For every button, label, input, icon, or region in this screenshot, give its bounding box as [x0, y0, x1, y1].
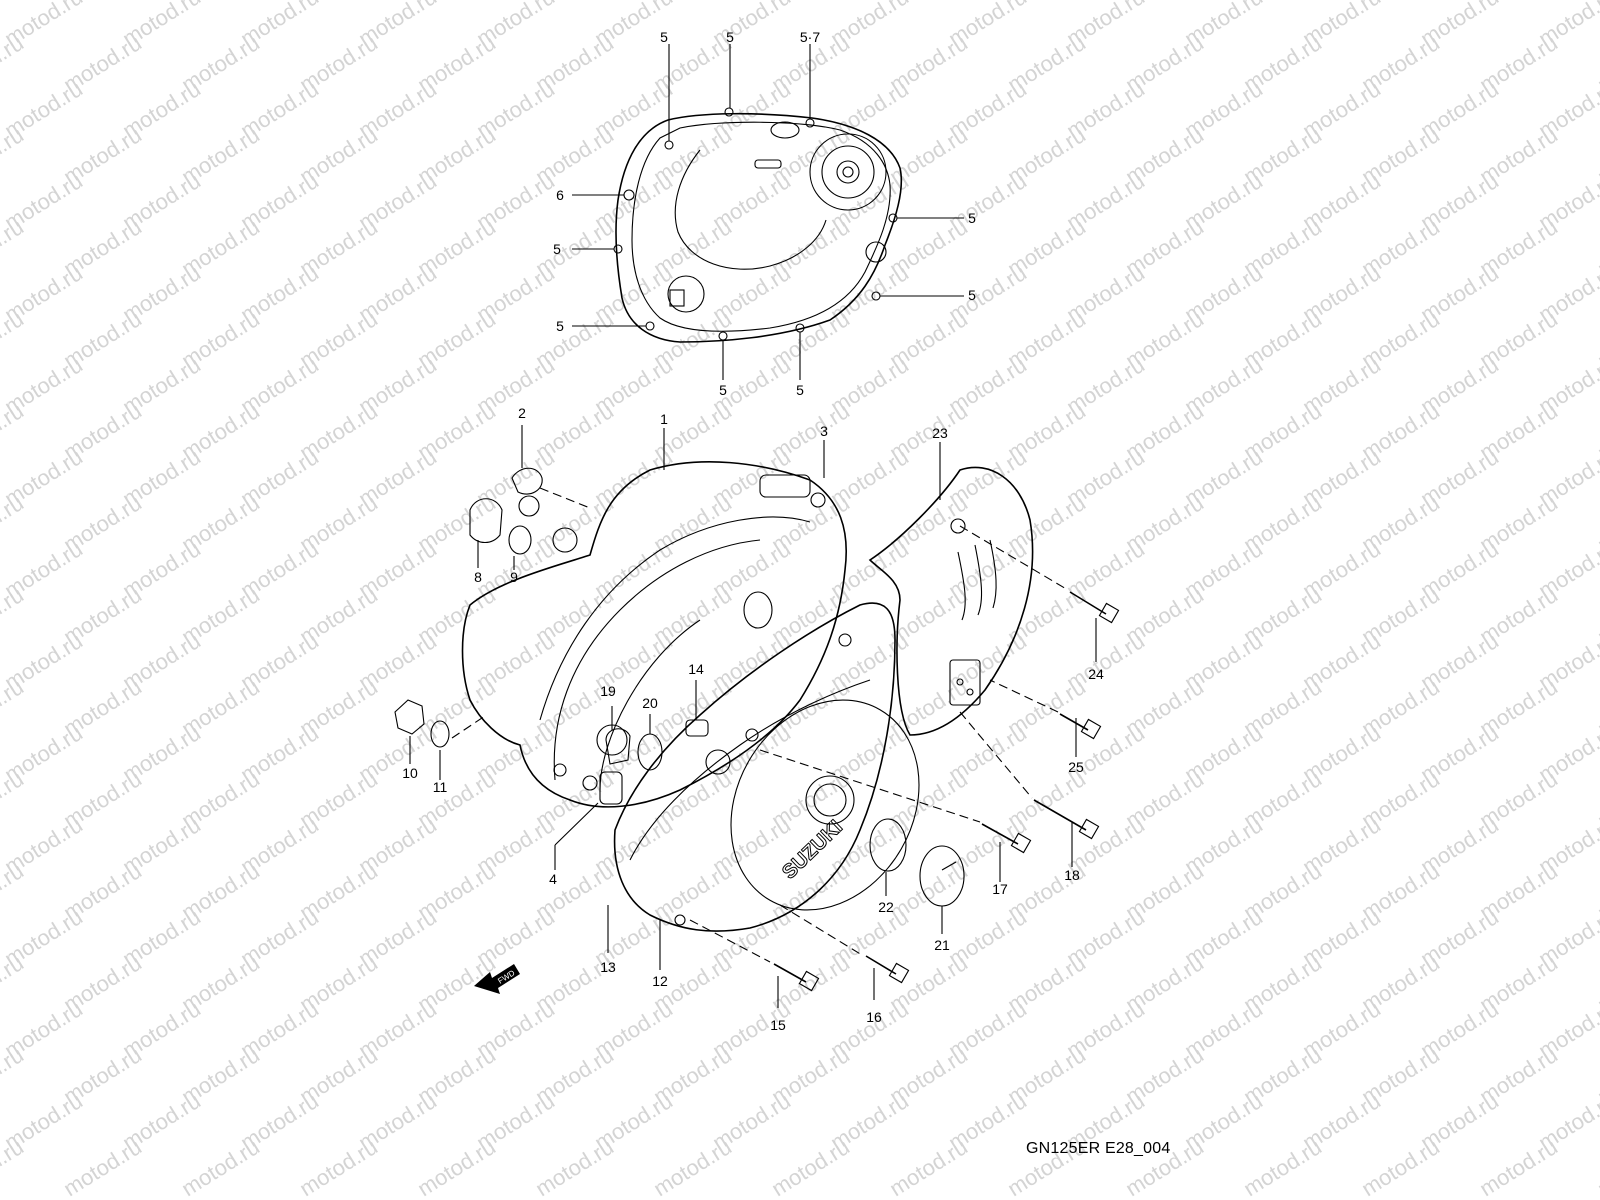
- fwd-arrow-icon: FWD: [474, 964, 520, 994]
- callout-23: 23: [932, 425, 948, 441]
- callout-16: 16: [866, 1009, 882, 1025]
- bolt-24: [1069, 591, 1120, 624]
- callout-5: 5: [726, 29, 734, 45]
- callout-labels: 5 5 5·7 6 5 5 5 5 5 5 2 1 3 23 8 9 24 14…: [402, 29, 1104, 1033]
- callout-8: 8: [474, 569, 482, 585]
- callout-17: 17: [992, 881, 1008, 897]
- callout-9: 9: [510, 569, 518, 585]
- callout-15: 15: [770, 1017, 786, 1033]
- callout-2: 2: [518, 405, 526, 421]
- assembly-lines: [451, 487, 1069, 963]
- generator-cover: SUZUKI: [613, 602, 920, 932]
- callout-6: 6: [556, 187, 564, 203]
- callout-21: 21: [934, 937, 950, 953]
- callout-10: 10: [402, 765, 418, 781]
- callout-5-7: 5·7: [800, 29, 820, 45]
- bolt-16: [865, 955, 910, 984]
- drawing-code: GN125ER E28_004: [1026, 1140, 1171, 1157]
- callout-14: 14: [688, 661, 704, 677]
- callout-25: 25: [1068, 759, 1084, 775]
- suzuki-logo: SUZUKI: [778, 816, 847, 884]
- callout-5: 5: [719, 382, 727, 398]
- callout-5: 5: [660, 29, 668, 45]
- bolt-18: [1033, 799, 1100, 840]
- callout-11: 11: [433, 779, 448, 795]
- callout-5: 5: [968, 287, 976, 303]
- callout-13: 13: [600, 959, 616, 975]
- callout-18: 18: [1064, 867, 1080, 883]
- callout-5: 5: [553, 241, 561, 257]
- clutch-cover-assembly: [461, 461, 848, 808]
- bolt-17: [981, 823, 1032, 854]
- callout-5: 5: [796, 382, 804, 398]
- callout-19: 19: [600, 683, 616, 699]
- callout-1: 1: [660, 411, 668, 427]
- callout-3: 3: [820, 423, 828, 439]
- leader-lines: [409, 425, 1097, 1008]
- callout-5: 5: [968, 210, 976, 226]
- bolt-15: [773, 963, 820, 992]
- callout-24: 24: [1088, 666, 1104, 682]
- callout-4: 4: [549, 871, 557, 887]
- callout-5: 5: [556, 318, 564, 334]
- callout-12: 12: [652, 973, 668, 989]
- small-parts: [394, 467, 1120, 992]
- callout-22: 22: [878, 899, 894, 915]
- sprocket-cover: [868, 466, 1034, 736]
- clutch-cover-inner-view: [572, 44, 964, 380]
- callout-20: 20: [642, 695, 658, 711]
- bolt-25: [1059, 713, 1102, 740]
